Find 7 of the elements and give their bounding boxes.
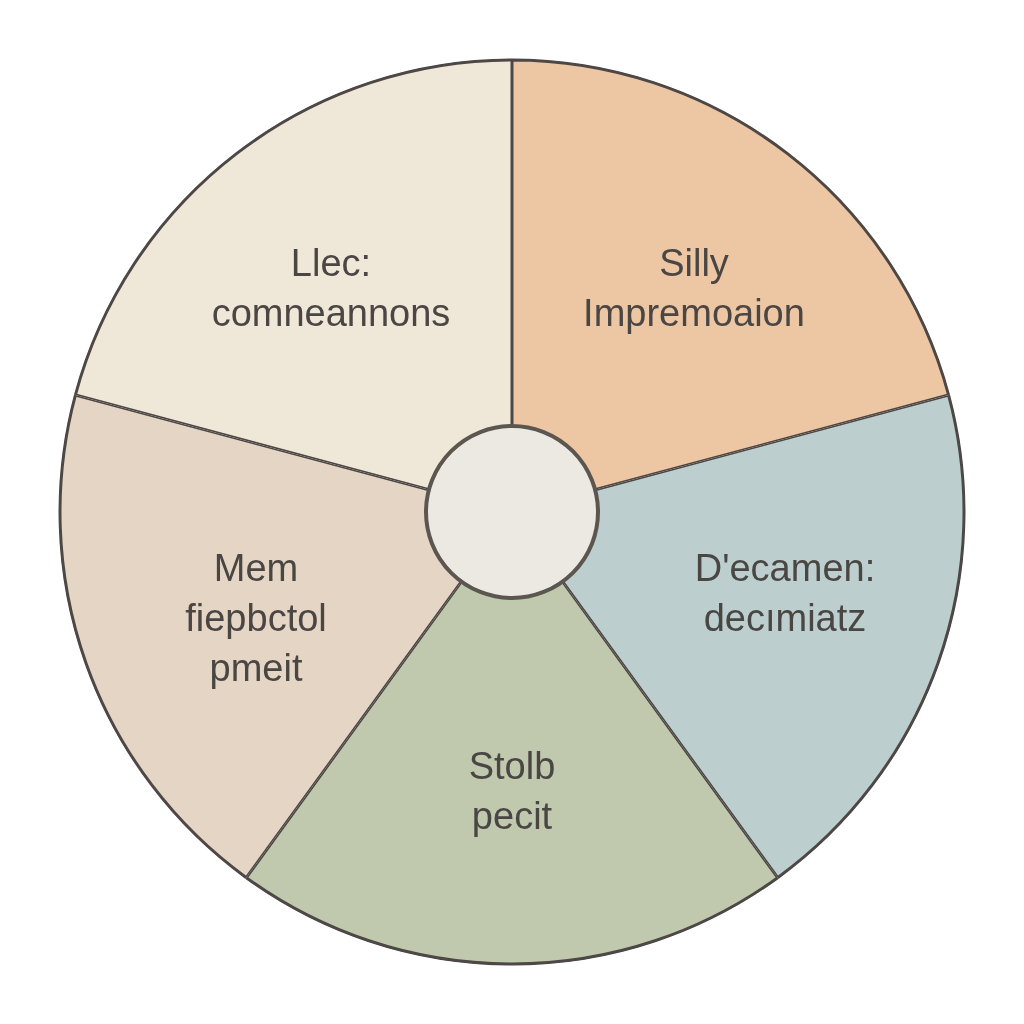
pie-segment xyxy=(73,58,512,491)
segment-label: Silly Impremoaion xyxy=(583,241,805,336)
segment-label: Stolb pecit xyxy=(468,744,556,839)
segment-label: Llec: comneannons xyxy=(211,241,451,336)
segment-label: D'ecamen: decımiatz xyxy=(694,546,876,641)
pie-segment xyxy=(511,58,951,491)
segment-label: Mem fiepbctol pmeit xyxy=(185,546,327,691)
